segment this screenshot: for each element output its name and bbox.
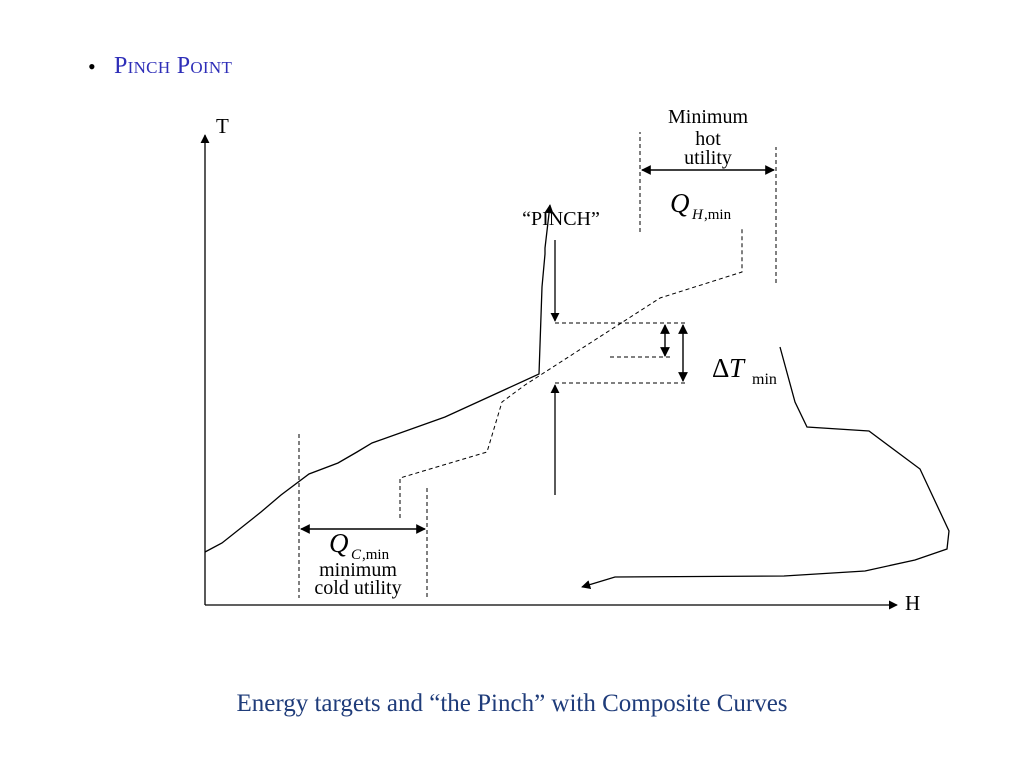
qc-min-subscript: C: [351, 547, 362, 563]
hot-composite-curve: [581, 346, 950, 589]
x-axis-label: H: [905, 591, 920, 615]
dt-min-delta: Δ: [712, 353, 729, 383]
qh-min-subscript: H: [691, 207, 704, 223]
y-axis-label: T: [216, 114, 229, 138]
slide-heading: Pinch Point: [114, 53, 233, 79]
qh-min-suffix: ,min: [704, 207, 732, 223]
shifted-cold-curve: [399, 228, 743, 518]
bullet-point: •: [88, 54, 96, 79]
cold-composite-curve: [204, 204, 554, 553]
series-layer: [204, 204, 950, 589]
hot-utility-desc-1: Minimum: [668, 106, 748, 128]
cold-utility-desc-1: minimum: [319, 559, 397, 581]
dt-min-symbol: T: [729, 353, 746, 383]
qh-min-symbol: Q: [670, 188, 690, 218]
cold-utility-desc-2: cold utility: [314, 577, 401, 599]
pinch-label: “PINCH”: [522, 208, 600, 230]
figure-caption: Energy targets and “the Pinch” with Comp…: [236, 690, 788, 717]
hot-utility-desc-2: hot: [695, 128, 721, 150]
qc-min-symbol: Q: [329, 528, 349, 558]
qc-min-suffix: ,min: [362, 547, 390, 563]
hot-utility-desc-3: utility: [684, 147, 732, 169]
dt-min-subscript: min: [752, 371, 777, 388]
